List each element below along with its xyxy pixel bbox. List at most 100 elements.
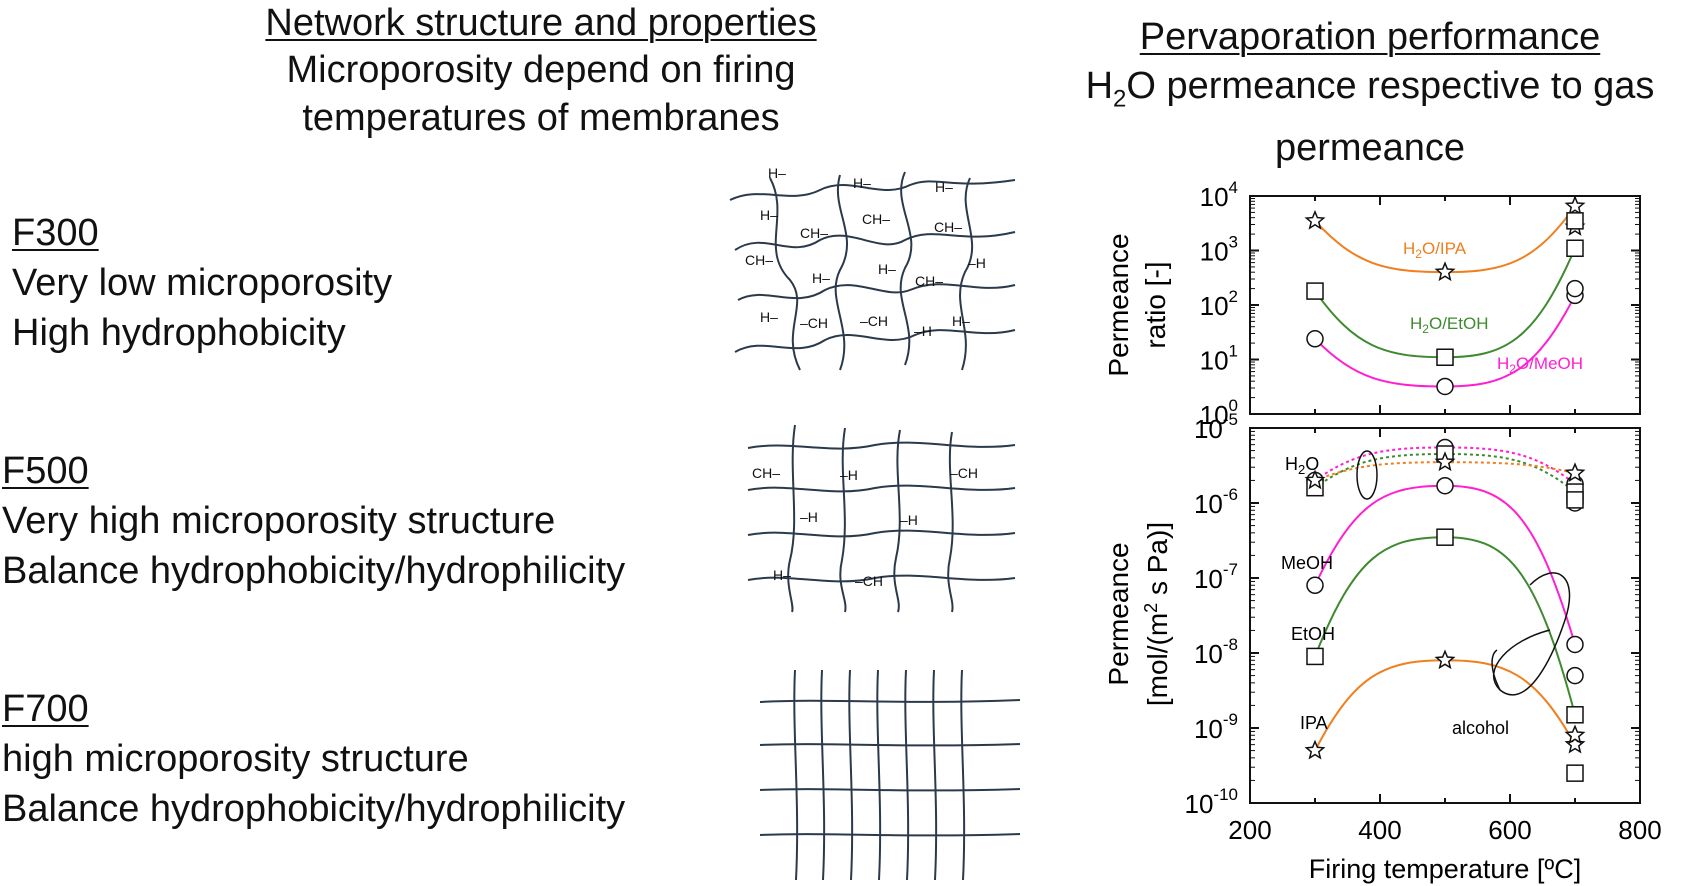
marker-square <box>1306 647 1324 666</box>
marker-star <box>1564 462 1586 482</box>
marker-square <box>1566 212 1584 230</box>
f300-label: CH– <box>934 219 962 235</box>
f300-label: H– <box>935 179 953 195</box>
marker-circle <box>1306 330 1324 348</box>
right-header-line2: permeance <box>1274 126 1466 169</box>
marker-circle <box>1306 576 1324 595</box>
marker-circle <box>1566 635 1584 654</box>
sample-f700-line1: high microporosity structure <box>2 738 469 780</box>
sample-f700: F700 high microporosity structure Balanc… <box>2 684 625 834</box>
marker-circle <box>1566 279 1584 298</box>
f300-label: CH– <box>745 252 773 268</box>
f300-label: H– <box>768 165 786 181</box>
y-tick-label: 100 <box>1200 396 1238 430</box>
left-header: Network structure and properties Micropo… <box>196 0 886 142</box>
y-tick-label: 10-7 <box>1194 560 1238 594</box>
f300-label: H– <box>952 313 970 329</box>
f500-labels: CH– –H –CH –H –H H– –CH <box>752 465 978 589</box>
y-tick-label: 102 <box>1200 287 1238 321</box>
series-line <box>1314 536 1576 716</box>
h-text: H <box>1085 65 1114 107</box>
y-tick-label: 10-5 <box>1194 410 1238 444</box>
left-header-line2: temperatures of membranes <box>302 97 780 139</box>
f500-network <box>747 424 1016 613</box>
marker-star <box>1434 451 1456 472</box>
f300-label: –H <box>968 255 986 271</box>
f300-label: H– <box>812 270 830 286</box>
marker-star <box>1564 195 1586 216</box>
marker-star <box>1564 724 1586 745</box>
marker-circle <box>1566 666 1584 685</box>
alcohol-bracket <box>1493 572 1571 696</box>
f300-label: H– <box>760 207 778 223</box>
f500-label: CH– <box>752 465 780 481</box>
marker-square <box>1566 491 1584 509</box>
sample-f300: F300 Very low microporosity High hydroph… <box>12 208 392 358</box>
sample-f500-line2: Balance hydrophobicity/hydrophilicity <box>2 550 626 592</box>
f300-label: H– <box>853 175 871 191</box>
left-header-title: Network structure and properties <box>265 2 817 44</box>
f300-network <box>729 171 1016 371</box>
permeance-ylabel-line2: [mol/(m2 s Pa)] <box>1141 522 1173 706</box>
f500-label: –H <box>900 512 918 528</box>
marker-star <box>1304 739 1326 760</box>
marker-circle <box>1436 476 1454 495</box>
marker-star <box>1434 261 1456 282</box>
y-tick-label: 101 <box>1200 342 1238 376</box>
x-tick-label: 400 <box>1358 815 1401 845</box>
f300-label: –H <box>914 323 932 339</box>
f300-label: –CH <box>800 315 828 331</box>
ratio-ylabel-line2: ratio [-] <box>1140 261 1171 348</box>
right-header-title: Pervaporation performance <box>1139 16 1601 58</box>
label-h2o-etoh: H2O/EtOH <box>1410 314 1488 336</box>
x-tick-label: 600 <box>1488 815 1531 845</box>
marker-square <box>1436 528 1454 546</box>
f500-label: –H <box>800 509 818 525</box>
right-header-line1: H2O permeance respective to gas <box>1040 62 1695 124</box>
label-h2o-meoh: H2O/MeOH <box>1497 354 1583 376</box>
x-tick-label: 800 <box>1618 815 1661 845</box>
marker-square <box>1566 239 1584 257</box>
ratio-series <box>1304 195 1586 396</box>
permeance-series <box>1304 438 1586 782</box>
y-tick-label: 10-10 <box>1185 785 1239 819</box>
f500-label: –CH <box>855 573 883 589</box>
annotation-alcohol: alcohol <box>1452 718 1509 738</box>
h2o-bracket <box>1356 450 1378 500</box>
sample-f700-name: F700 <box>2 688 89 730</box>
series-line <box>1314 453 1576 493</box>
marker-circle <box>1436 377 1454 396</box>
y-tick-label: 104 <box>1200 178 1238 212</box>
subscript-2: 2 <box>1113 85 1127 113</box>
marker-square <box>1436 348 1454 366</box>
x-tick-label: 200 <box>1228 815 1271 845</box>
left-header-line1: Microporosity depend on firing <box>286 49 796 91</box>
series-line <box>1314 659 1576 752</box>
ratio-ylabel-line1: Permeance <box>1103 233 1134 376</box>
f300-label: –CH <box>860 313 888 329</box>
f300-label: H– <box>878 261 896 277</box>
f300-label: CH– <box>862 211 890 227</box>
marker-star <box>1304 469 1326 490</box>
right-header: Pervaporation performance H2O permeance … <box>1040 14 1695 172</box>
marker-square <box>1306 282 1324 300</box>
y-tick-label: 10-8 <box>1194 635 1238 669</box>
marker-star <box>1434 649 1456 670</box>
marker-star <box>1304 209 1326 230</box>
annotation-ipa: IPA <box>1300 713 1328 733</box>
sample-f700-line2: Balance hydrophobicity/hydrophilicity <box>2 788 626 830</box>
marker-star <box>1564 733 1586 754</box>
annotation-h2o: H2O <box>1285 454 1319 477</box>
line1-rest: O permeance respective to gas <box>1126 65 1655 107</box>
marker-square <box>1566 706 1584 724</box>
sample-f300-line1: Very low microporosity <box>12 262 393 304</box>
f300-label: CH– <box>915 273 943 289</box>
sample-f300-name: F300 <box>12 212 99 254</box>
alcohol-bracket-tail <box>1491 649 1501 691</box>
f300-label: H– <box>760 309 778 325</box>
f700-network <box>759 669 1021 881</box>
